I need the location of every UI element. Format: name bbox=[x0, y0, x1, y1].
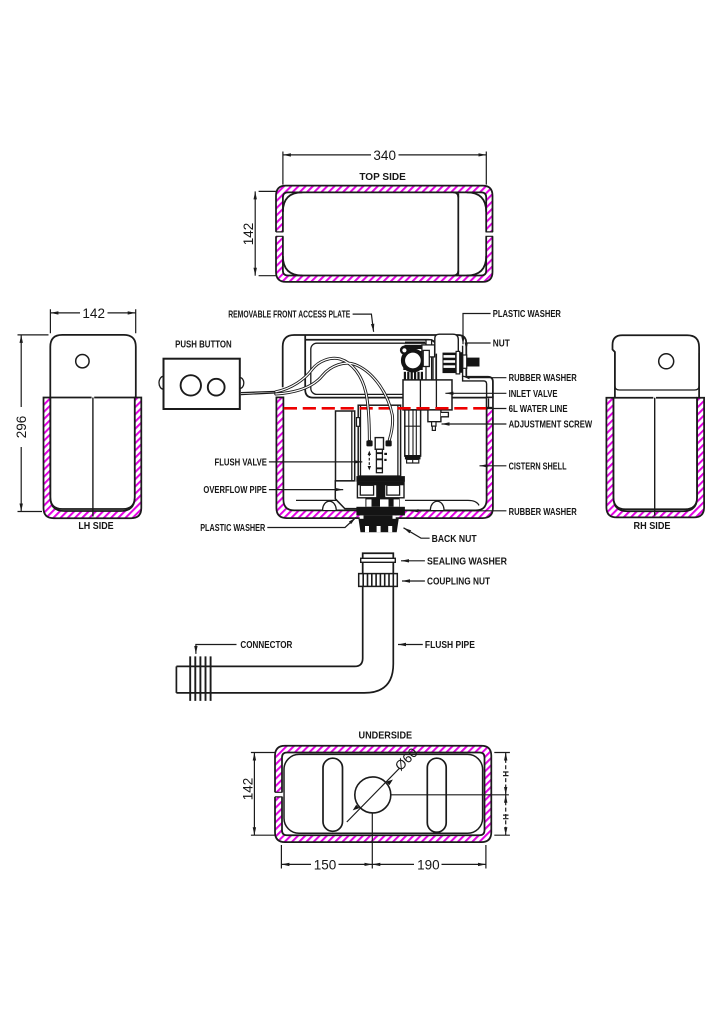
svg-text:CISTERN SHELL: CISTERN SHELL bbox=[509, 462, 567, 473]
svg-text:PLASTIC WASHER: PLASTIC WASHER bbox=[200, 523, 265, 534]
svg-text:SEALING WASHER: SEALING WASHER bbox=[427, 556, 507, 567]
svg-text:FLUSH PIPE: FLUSH PIPE bbox=[425, 640, 475, 651]
svg-text:ADJUSTMENT SCREW: ADJUSTMENT SCREW bbox=[509, 420, 593, 431]
svg-text:6L WATER LINE: 6L WATER LINE bbox=[509, 404, 568, 415]
svg-text:FLUSH VALVE: FLUSH VALVE bbox=[215, 457, 267, 468]
svg-text:RUBBER WASHER: RUBBER WASHER bbox=[509, 507, 578, 518]
svg-text:UNDERSIDE: UNDERSIDE bbox=[359, 731, 413, 742]
svg-text:142: 142 bbox=[241, 223, 256, 246]
svg-text:INLET VALVE: INLET VALVE bbox=[509, 389, 558, 400]
svg-text:BACK NUT: BACK NUT bbox=[432, 534, 478, 545]
svg-text:REMOVABLE FRONT ACCESS PLATE: REMOVABLE FRONT ACCESS PLATE bbox=[228, 310, 350, 321]
svg-text:296: 296 bbox=[14, 416, 29, 439]
svg-text:190: 190 bbox=[417, 857, 440, 872]
svg-text:340: 340 bbox=[373, 148, 396, 163]
svg-text:RUBBER WASHER: RUBBER WASHER bbox=[509, 373, 578, 384]
svg-text:PLASTIC WASHER: PLASTIC WASHER bbox=[493, 309, 562, 320]
svg-text:LH SIDE: LH SIDE bbox=[78, 521, 113, 532]
svg-text:142: 142 bbox=[241, 778, 256, 801]
svg-text:CONNECTOR: CONNECTOR bbox=[240, 640, 292, 651]
svg-text:142: 142 bbox=[82, 306, 105, 321]
svg-text:RH SIDE: RH SIDE bbox=[634, 521, 671, 532]
svg-text:PUSH BUTTON: PUSH BUTTON bbox=[175, 340, 232, 351]
svg-text:150: 150 bbox=[314, 857, 337, 872]
svg-text:TOP SIDE: TOP SIDE bbox=[359, 172, 406, 183]
svg-text:COUPLING NUT: COUPLING NUT bbox=[427, 577, 491, 588]
svg-text:NUT: NUT bbox=[493, 339, 511, 350]
svg-text:OVERFLOW PIPE: OVERFLOW PIPE bbox=[203, 485, 267, 496]
